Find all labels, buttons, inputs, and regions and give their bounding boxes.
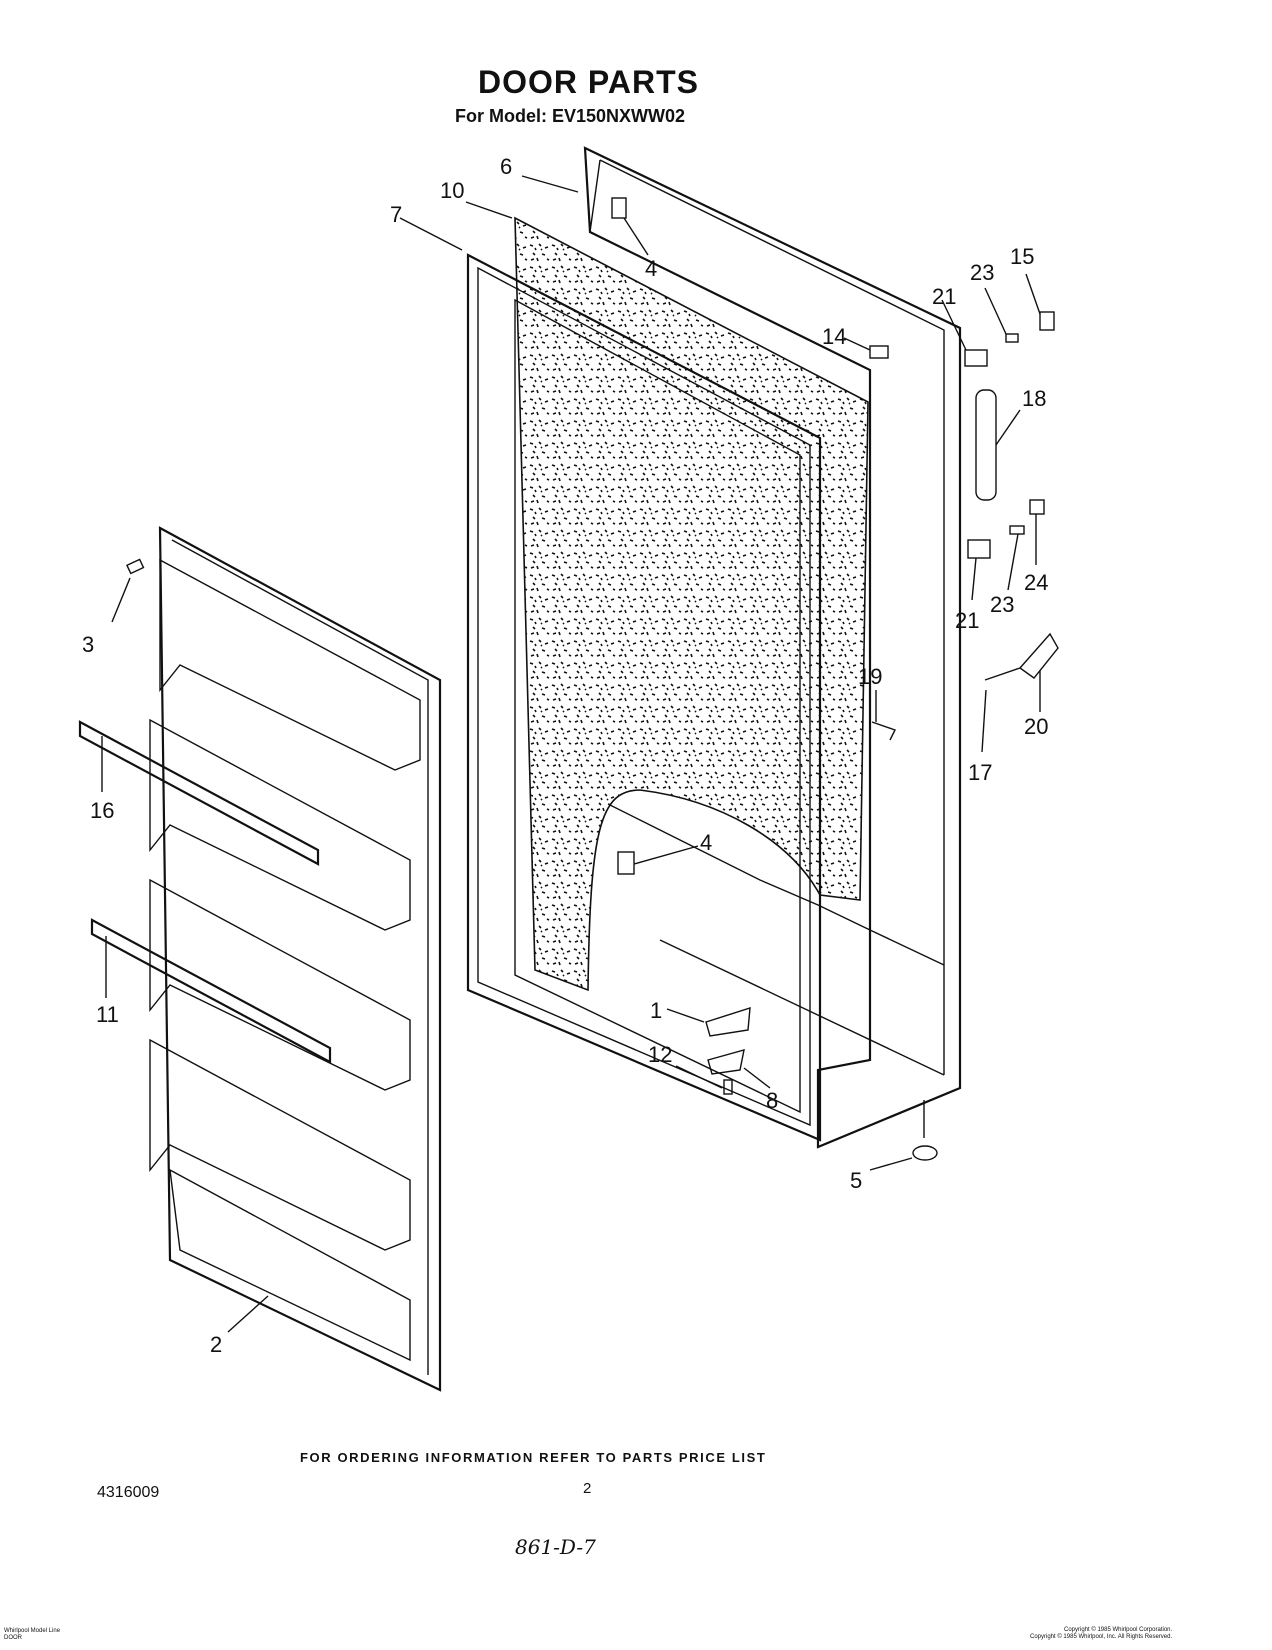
footer-right: Copyright © 1985 Whirlpool Corporation. … bbox=[1030, 1627, 1172, 1641]
callout-6: 6 bbox=[500, 154, 512, 179]
callout-23-bottom: 23 bbox=[990, 592, 1014, 617]
outer-door bbox=[149, 526, 442, 1392]
page-title: DOOR PARTS bbox=[478, 64, 699, 100]
footer-left-line-1: Whirlpool Model Line bbox=[4, 1628, 61, 1634]
callout-4-bottom: 4 bbox=[700, 830, 712, 855]
callout-20: 20 bbox=[1024, 714, 1048, 739]
leader-lines bbox=[101, 175, 1041, 1333]
callout-11: 11 bbox=[96, 1002, 119, 1027]
footer-right-line-1: Copyright © 1985 Whirlpool Corporation. bbox=[1064, 1627, 1173, 1633]
callout-17: 17 bbox=[968, 760, 992, 785]
screw-23-bottom bbox=[1009, 525, 1025, 535]
callout-21-bottom: 21 bbox=[955, 608, 979, 633]
callout-16: 16 bbox=[90, 798, 114, 823]
cap-24 bbox=[1029, 499, 1045, 515]
page-number: 2 bbox=[583, 1480, 592, 1497]
footer-left: Whirlpool Model Line DOOR bbox=[4, 1628, 60, 1642]
callout-5: 5 bbox=[850, 1168, 862, 1193]
callout-23-top: 23 bbox=[970, 260, 994, 285]
clip-19 bbox=[871, 721, 896, 741]
hinge-21-bottom bbox=[967, 539, 991, 559]
ordering-note: FOR ORDERING INFORMATION REFER TO PARTS … bbox=[300, 1450, 767, 1465]
screw-3 bbox=[126, 558, 145, 575]
cap-15 bbox=[1039, 311, 1055, 331]
callout-1: 1 bbox=[650, 998, 662, 1023]
callout-15: 15 bbox=[1010, 244, 1034, 269]
callout-21-top: 21 bbox=[932, 284, 956, 309]
footer-left-line-2: DOOR bbox=[4, 1635, 22, 1641]
part-1 bbox=[705, 1007, 751, 1037]
handwritten-code: 861-D-7 bbox=[515, 1535, 596, 1559]
shelf-bar-16 bbox=[78, 720, 320, 866]
model-subtitle: For Model: EV150NXWW02 bbox=[455, 106, 686, 126]
callout-24: 24 bbox=[1024, 570, 1048, 595]
callout-4-top: 4 bbox=[645, 256, 657, 281]
shelf-bar-11 bbox=[90, 918, 332, 1064]
lock-rod-17 bbox=[984, 667, 1021, 681]
callout-12: 12 bbox=[648, 1042, 672, 1067]
spacer-4-top bbox=[611, 197, 627, 219]
callout-2: 2 bbox=[210, 1332, 222, 1357]
door-gasket bbox=[466, 253, 822, 1142]
callout-7: 7 bbox=[390, 202, 402, 227]
footer-right-line-2: Copyright © 1985 Whirlpool, Inc. All Rig… bbox=[1030, 1634, 1173, 1640]
callout-labels: 6 10 7 4 23 15 21 14 18 24 23 21 3 19 20… bbox=[82, 154, 1048, 1357]
foot-5 bbox=[912, 1145, 938, 1161]
door-insulation bbox=[514, 216, 869, 992]
spacer-4-bottom bbox=[617, 851, 635, 875]
bracket-14 bbox=[869, 345, 889, 359]
handle-18 bbox=[975, 389, 997, 501]
callout-3: 3 bbox=[82, 632, 94, 657]
door-liner-frame bbox=[583, 146, 962, 1149]
callout-19: 19 bbox=[858, 664, 882, 689]
callout-8: 8 bbox=[766, 1088, 778, 1113]
screw-23-top bbox=[1005, 333, 1019, 343]
hinge-21-top bbox=[964, 349, 988, 367]
lock-20 bbox=[1018, 632, 1059, 679]
document-number: 4316009 bbox=[97, 1484, 160, 1501]
callout-14: 14 bbox=[822, 324, 846, 349]
callout-10: 10 bbox=[440, 178, 464, 203]
callout-18: 18 bbox=[1022, 386, 1046, 411]
part-8 bbox=[707, 1049, 745, 1075]
screw-12 bbox=[723, 1079, 733, 1095]
